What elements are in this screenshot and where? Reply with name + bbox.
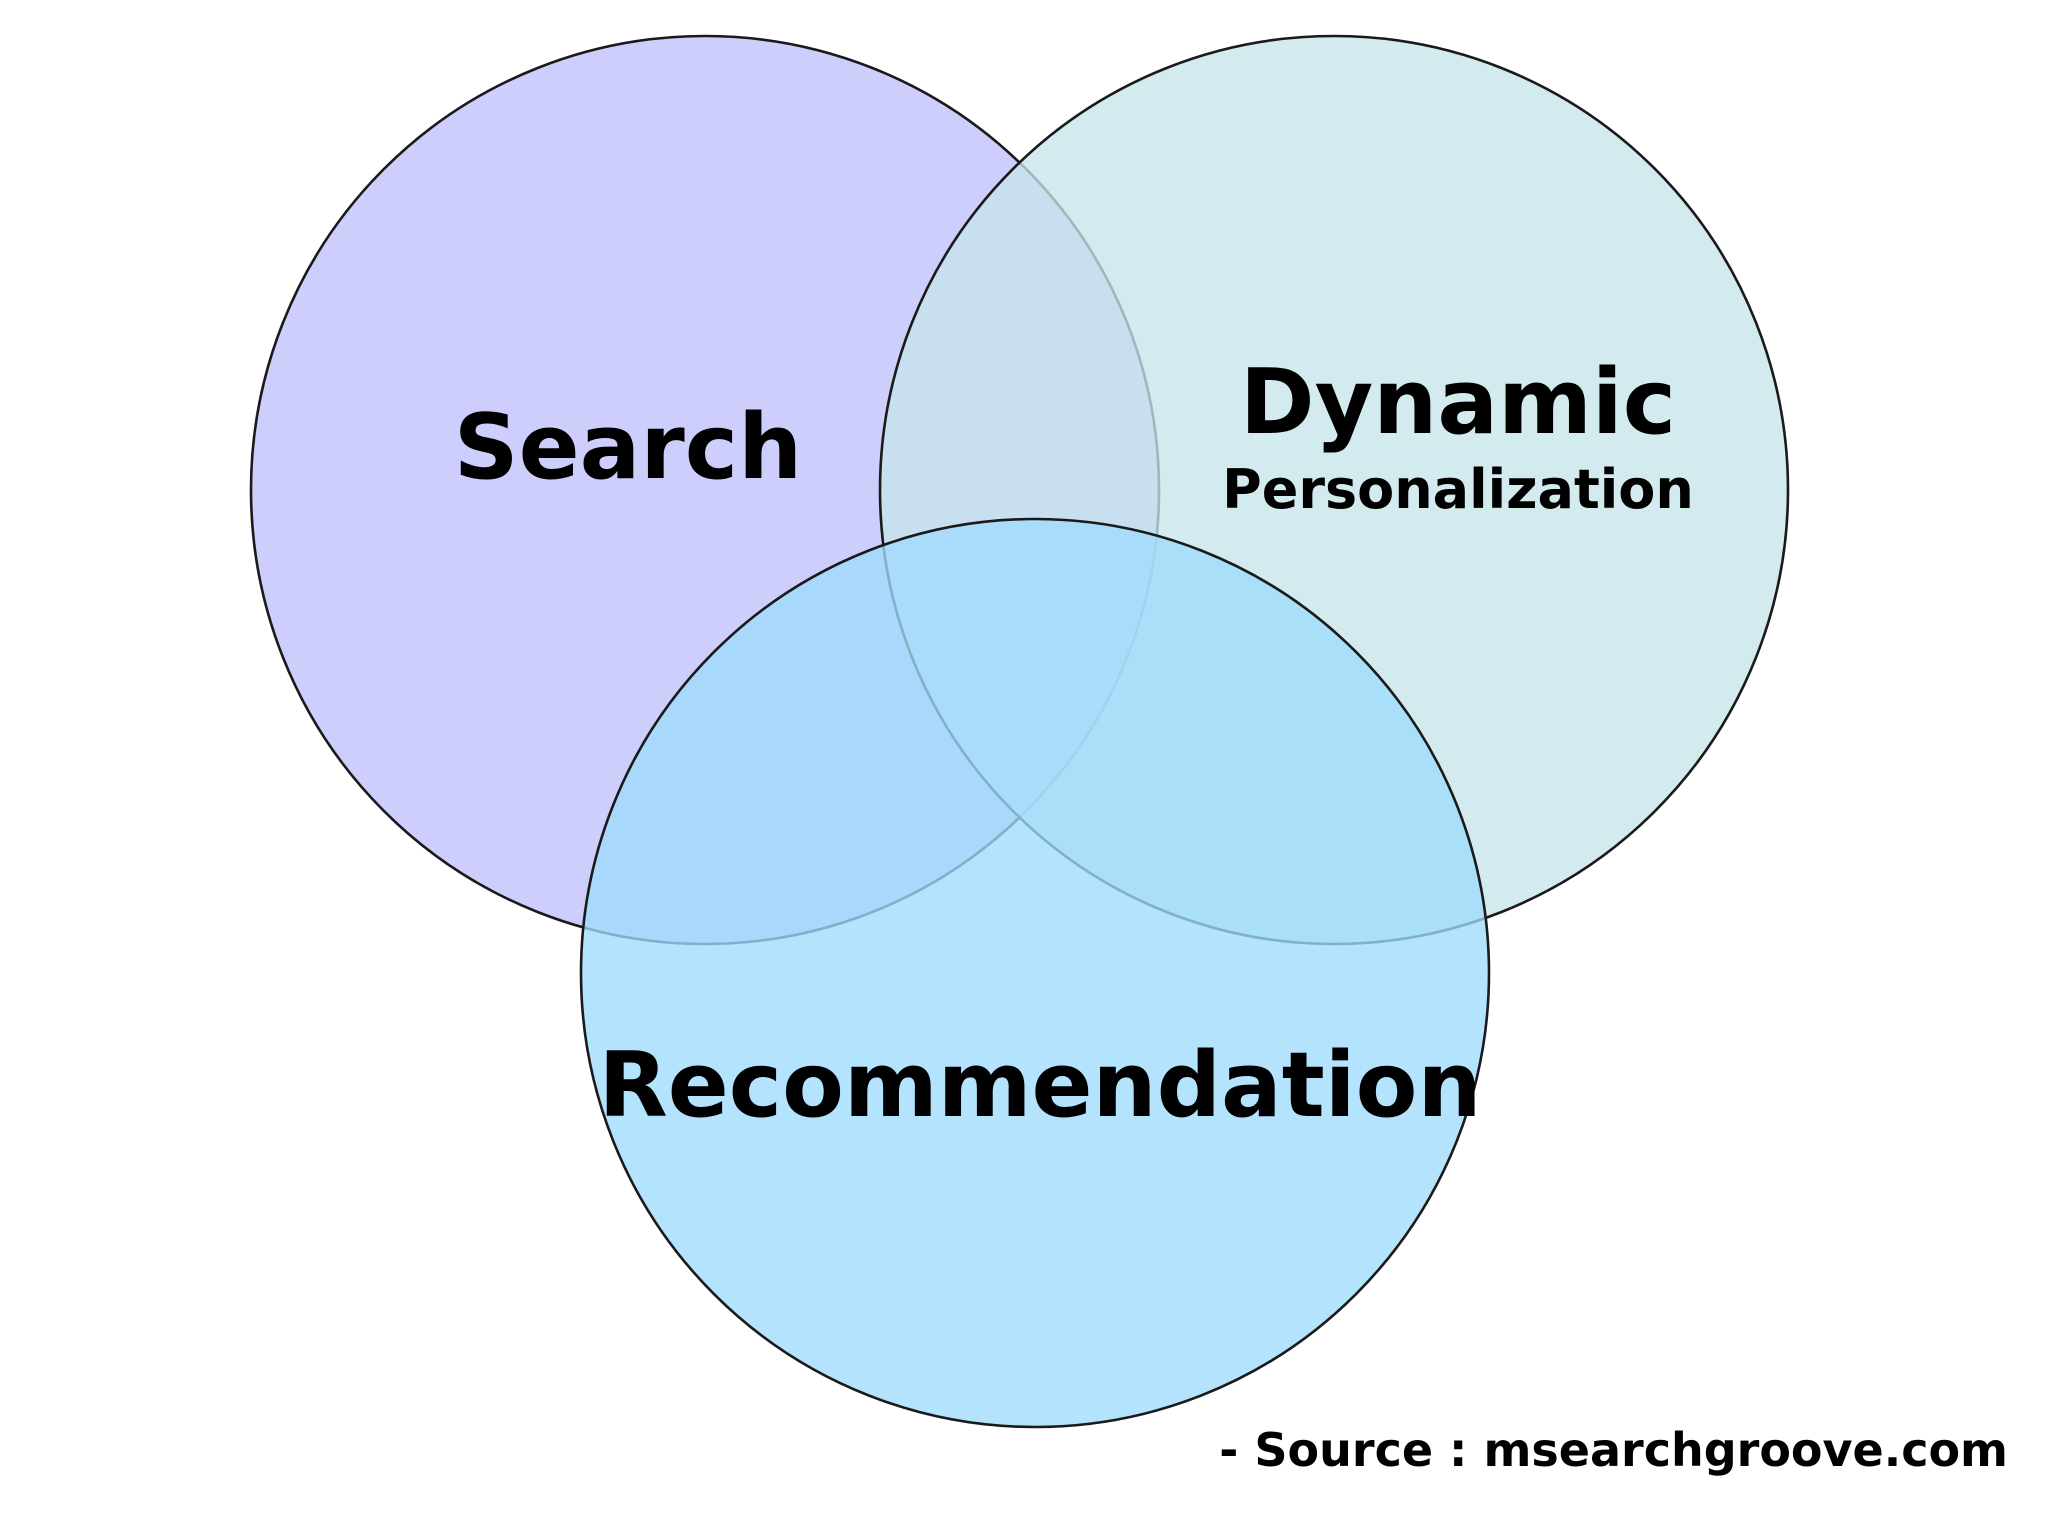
dynamic-label: Dynamic [1240, 350, 1676, 455]
personalization-label: Personalization [1222, 458, 1694, 521]
recommendation-label: Recommendation [598, 1033, 1481, 1138]
recommendation-circle [579, 517, 1491, 1429]
search-label: Search [454, 395, 802, 500]
source-credit: - Source : msearchgroove.com [1219, 1423, 2008, 1477]
